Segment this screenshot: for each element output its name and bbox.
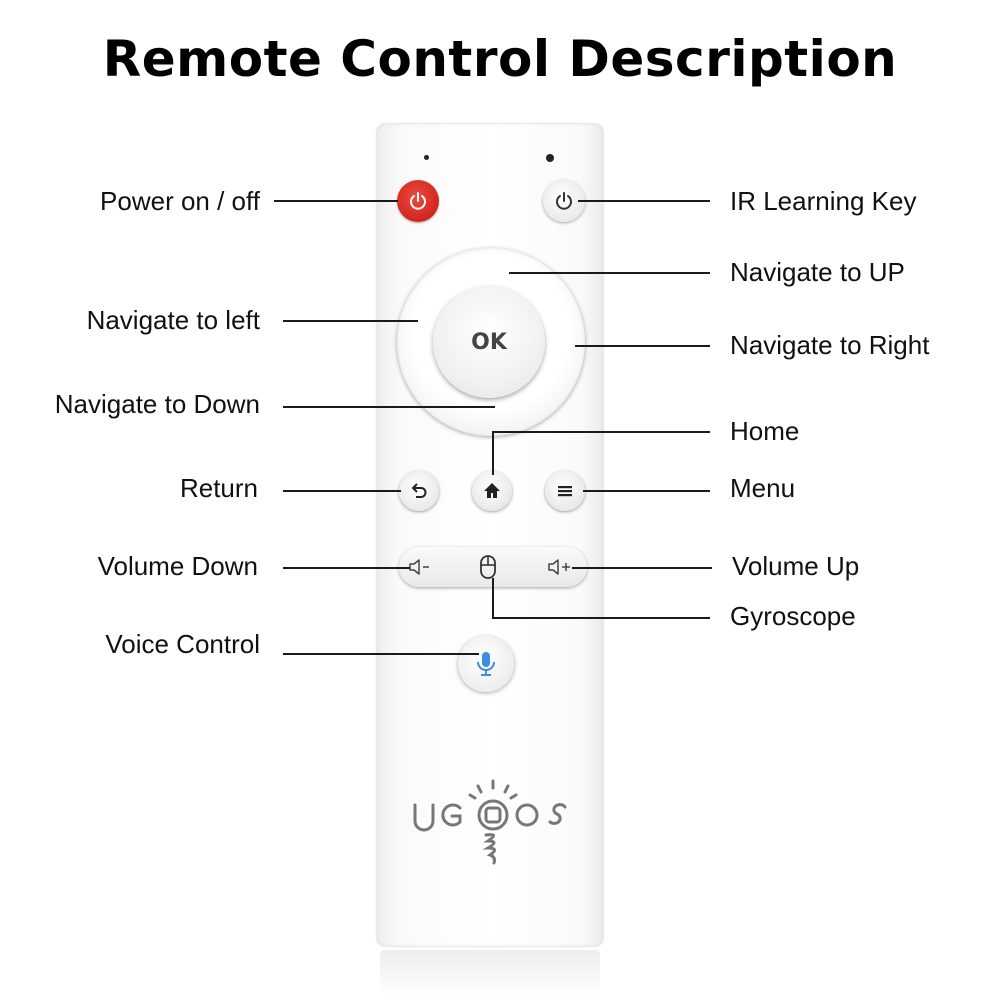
label-menu: Menu	[730, 473, 796, 503]
leader-line-ir-learning	[578, 200, 710, 202]
ok-button[interactable]: OK	[433, 286, 545, 398]
label-ir-learning: IR Learning Key	[730, 186, 917, 216]
menu-button[interactable]	[545, 471, 585, 511]
mouse-icon[interactable]	[477, 553, 499, 581]
leader-line-gyroscope-h	[492, 617, 710, 619]
leader-line-gyroscope-v	[492, 578, 494, 618]
ugoos-logo	[413, 779, 567, 865]
label-nav-right: Navigate to Right	[730, 330, 930, 360]
power-button[interactable]	[397, 180, 439, 222]
label-nav-down: Navigate to Down	[54, 389, 260, 419]
label-home: Home	[730, 416, 800, 446]
leader-line-return	[283, 490, 401, 492]
leader-line-home-v	[492, 431, 494, 475]
home-button[interactable]	[472, 471, 512, 511]
label-return: Return	[179, 473, 258, 503]
led-indicator-right	[546, 154, 554, 162]
leader-line-menu	[583, 490, 710, 492]
volume-up-icon[interactable]	[546, 556, 578, 578]
leader-line-volume-up	[572, 567, 712, 569]
leader-line-nav-down	[283, 406, 495, 408]
label-nav-left: Navigate to left	[86, 305, 260, 335]
leader-line-power	[274, 200, 398, 202]
leader-line-nav-right	[575, 345, 710, 347]
label-gyroscope: Gyroscope	[730, 601, 856, 631]
return-icon	[412, 483, 427, 498]
label-power: Power on / off	[100, 186, 260, 216]
label-voice: Voice Control	[105, 629, 260, 659]
home-icon	[484, 483, 500, 498]
power-icon	[556, 192, 572, 210]
label-nav-up: Navigate to UP	[730, 257, 905, 287]
leader-line-nav-up	[509, 272, 710, 274]
leader-line-voice	[283, 653, 479, 655]
power-icon	[410, 192, 426, 210]
leader-line-home-h	[492, 431, 710, 433]
microphone-icon	[477, 652, 495, 676]
page-title: Remote Control Description	[102, 30, 898, 88]
remote-reflection	[380, 950, 600, 995]
menu-icon	[558, 486, 572, 497]
label-volume-down: Volume Down	[97, 551, 258, 581]
led-indicator-left	[424, 155, 429, 160]
leader-line-nav-left	[283, 320, 418, 322]
leader-line-volume-down	[283, 567, 410, 569]
return-button[interactable]	[399, 471, 439, 511]
label-volume-up: Volume Up	[732, 551, 860, 581]
voice-button[interactable]	[458, 636, 514, 692]
volume-down-icon[interactable]	[407, 556, 435, 578]
